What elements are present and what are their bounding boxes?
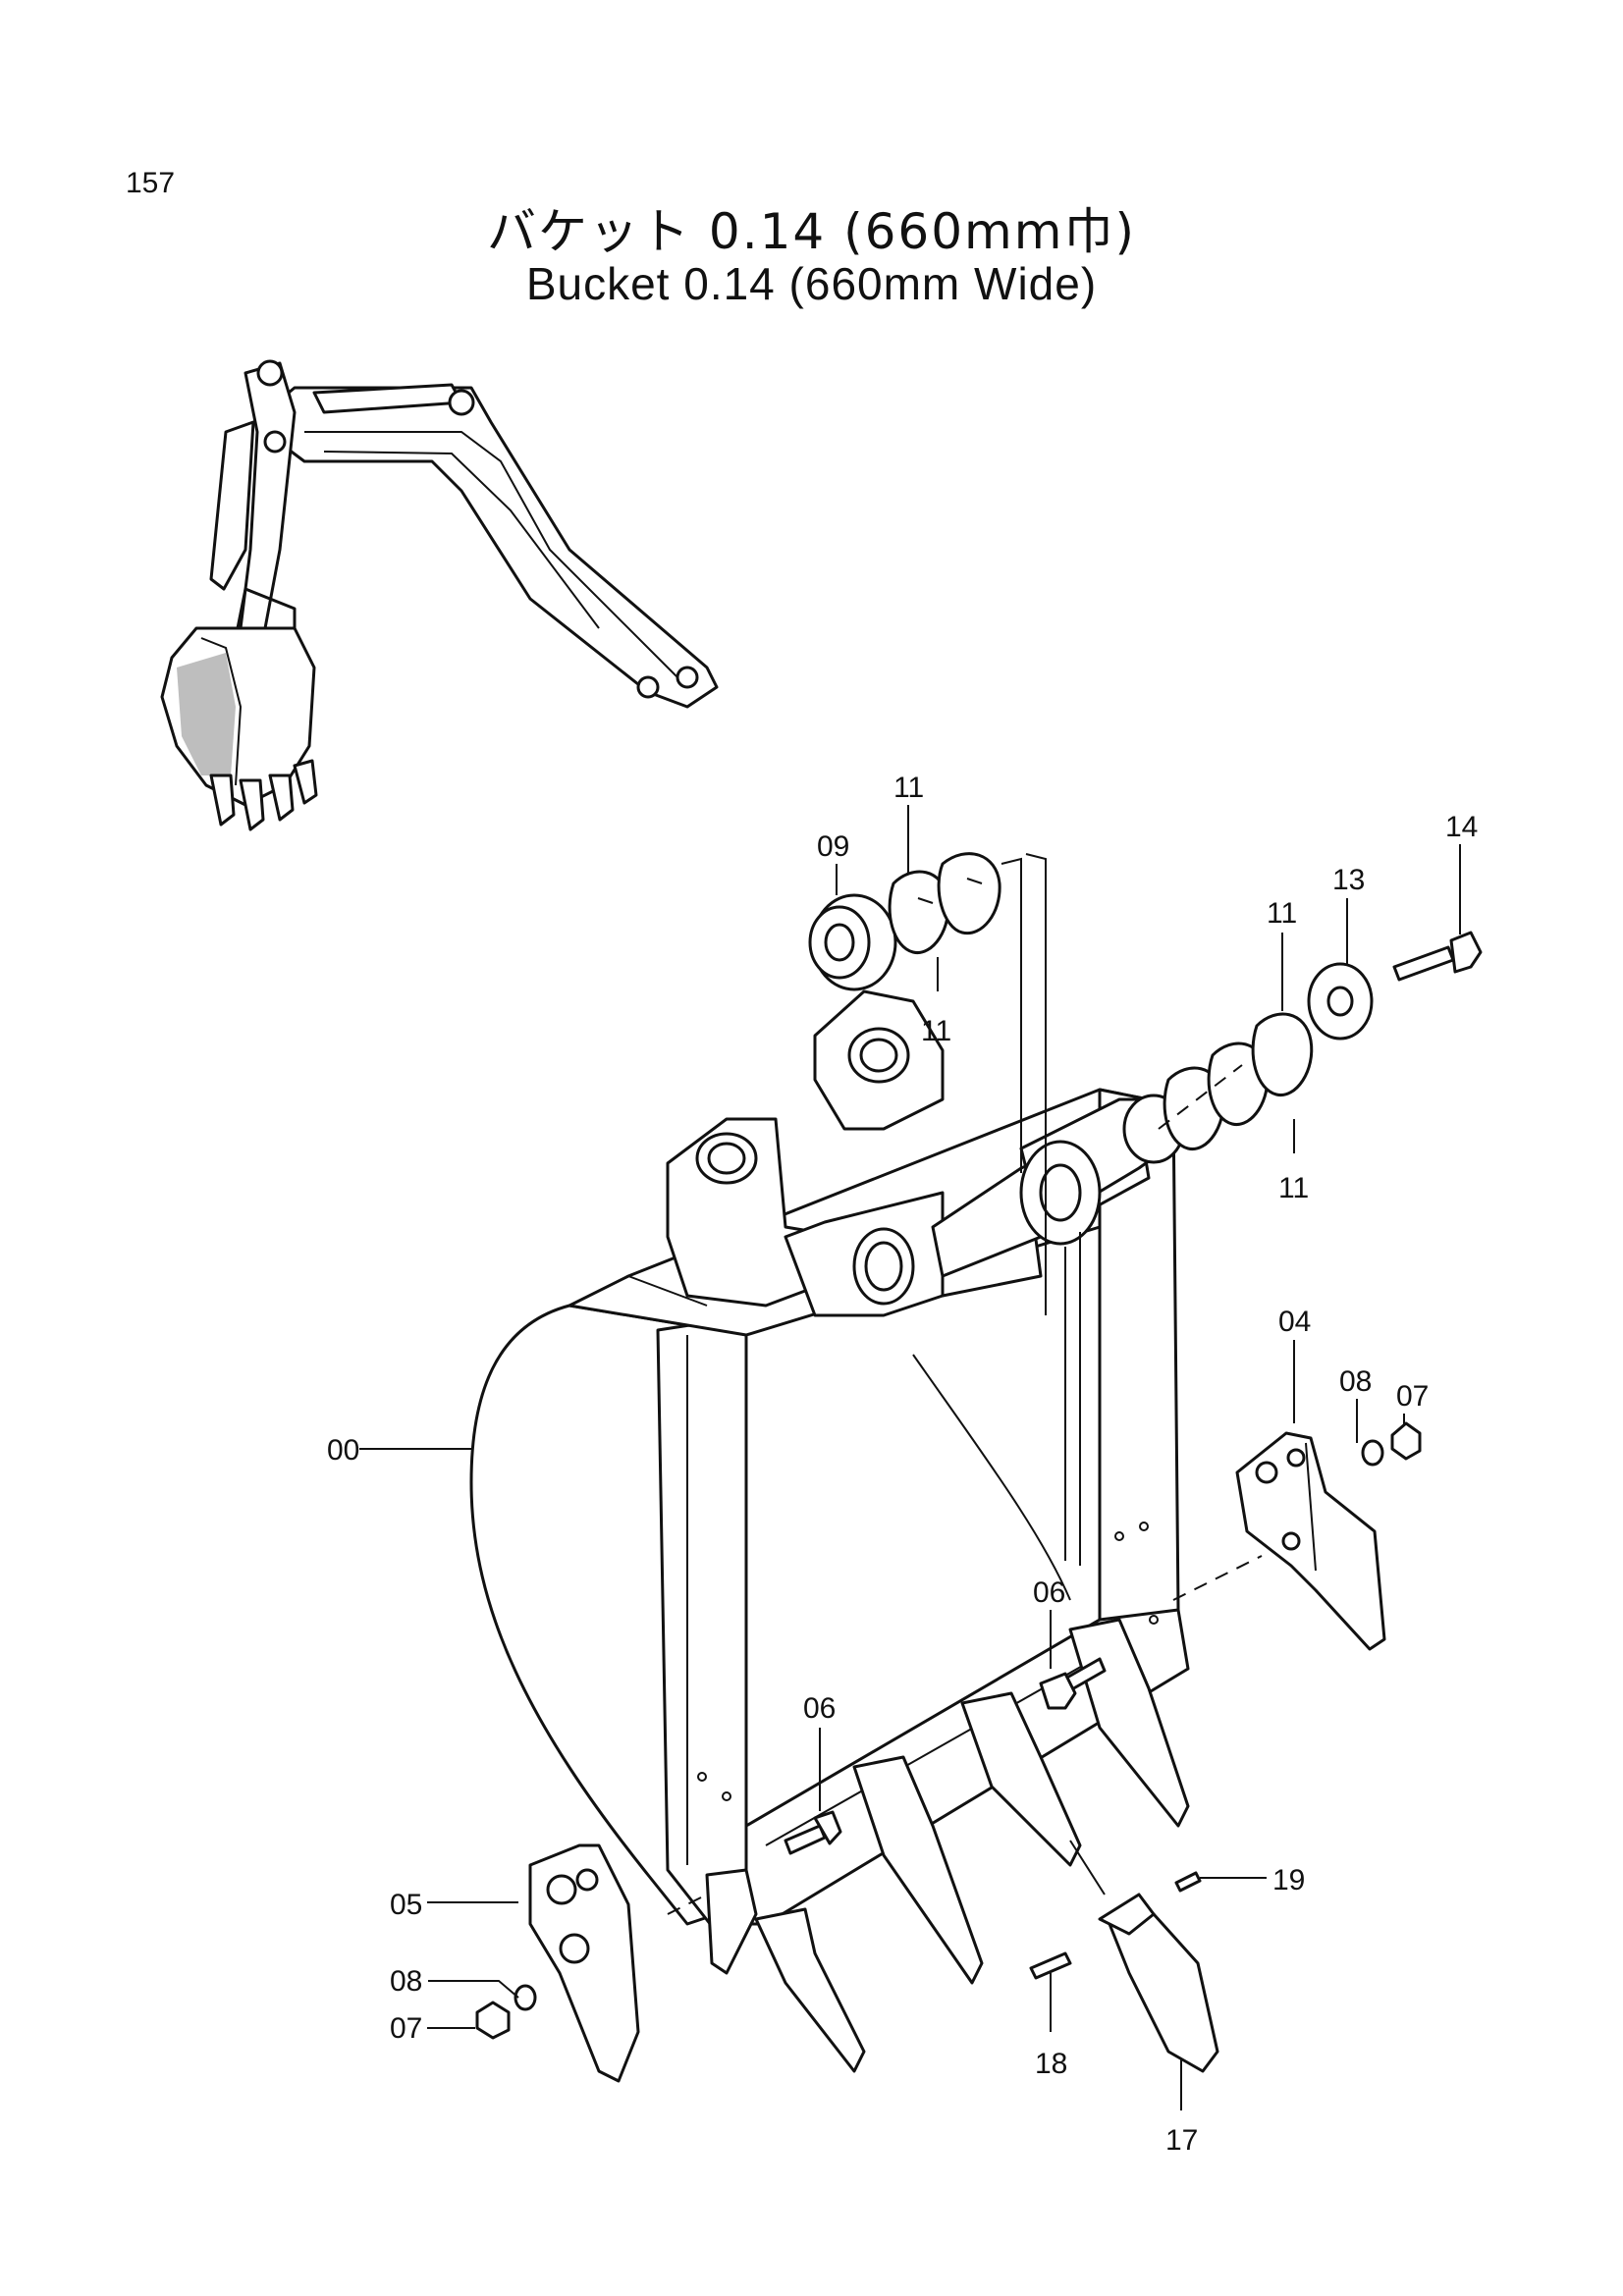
callout-07-left: 07 [390,2012,422,2045]
callout-09: 09 [817,830,849,863]
side-cutter-left [528,1843,640,2083]
callout-11-lower-top: 11 [1267,897,1297,930]
side-cutter-right [1235,1431,1386,1651]
callout-18: 18 [1035,2048,1067,2080]
callout-11-upper-bottom: 11 [921,1015,951,1047]
callout-06-lower: 06 [803,1692,836,1725]
bucket-body [469,989,1190,1941]
callout-11-upper-top: 11 [893,772,924,804]
callout-17: 17 [1165,2124,1198,2157]
callout-08-left: 08 [390,1965,422,1998]
diagram-title-japanese: バケット 0.14 (660mm巾) [487,203,1136,260]
callout-labels: 00 04 05 06 06 07 07 08 08 09 11 11 11 1… [327,772,1478,2157]
page-number: 157 [126,167,176,199]
callout-08-right: 08 [1339,1365,1372,1398]
callout-04: 04 [1278,1306,1311,1338]
hardware-fasteners [475,1421,1422,2040]
callout-06-upper: 06 [1033,1576,1065,1609]
callout-11-lower-bottom: 11 [1278,1172,1309,1204]
callout-00: 00 [327,1434,359,1467]
callout-leaders [359,805,1461,2110]
diagram-title-english: Bucket 0.14 (660mm Wide) [525,258,1098,309]
callout-14: 14 [1445,811,1478,843]
exploded-view-guide-lines [667,853,1263,1915]
excavator-arm-illustration [160,359,719,831]
callout-19: 19 [1272,1864,1305,1896]
callout-05: 05 [390,1889,422,1921]
callout-13: 13 [1332,864,1365,896]
callout-07-right: 07 [1396,1380,1429,1413]
